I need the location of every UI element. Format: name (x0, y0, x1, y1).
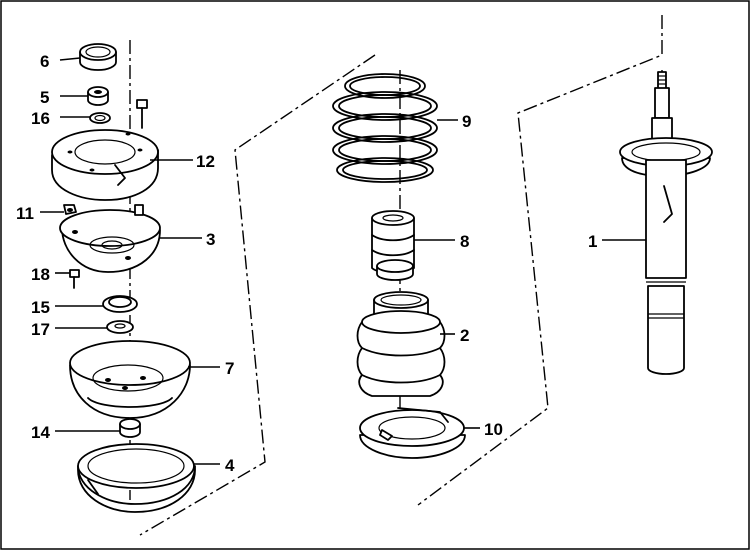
callout-numbers: 6 5 16 12 11 3 18 15 17 7 14 4 9 8 2 10 … (16, 52, 597, 475)
part-5-nut (87, 86, 109, 106)
part-11-nut (63, 204, 77, 215)
callout-14: 14 (31, 423, 50, 442)
callout-12: 12 (196, 152, 215, 171)
part-3-mount (59, 204, 161, 273)
callout-16: 16 (31, 109, 50, 128)
part-4-rubber-pad (77, 443, 196, 513)
part-1-shock-absorber (619, 71, 713, 375)
callout-17: 17 (31, 320, 50, 339)
callout-9: 9 (462, 112, 471, 131)
callout-15: 15 (31, 298, 50, 317)
part-2-dust-boot (356, 291, 446, 397)
part-17-washer (106, 320, 134, 334)
callout-5: 5 (40, 88, 49, 107)
part-16-washer (89, 112, 111, 124)
part-18-bolt (69, 269, 80, 289)
part-7-spring-seat (69, 340, 191, 419)
part-8-bump-stop (371, 210, 415, 281)
part-10-spring-pad (359, 407, 466, 459)
callout-2: 2 (460, 326, 469, 345)
part-12-top-plate (51, 129, 159, 201)
part-9-coil-spring (332, 73, 438, 183)
part-6-cap (79, 43, 117, 71)
callout-7: 7 (225, 359, 234, 378)
callout-8: 8 (460, 232, 469, 251)
callout-3: 3 (206, 230, 215, 249)
callout-6: 6 (40, 52, 49, 71)
callout-4: 4 (225, 456, 235, 475)
callout-1: 1 (588, 232, 597, 251)
bolt-top (136, 99, 148, 129)
callout-18: 18 (31, 265, 50, 284)
part-15-ring (102, 295, 138, 313)
callout-10: 10 (484, 420, 503, 439)
part-14-ring (119, 418, 141, 438)
leader-lines (40, 57, 646, 465)
callout-11: 11 (16, 204, 34, 223)
